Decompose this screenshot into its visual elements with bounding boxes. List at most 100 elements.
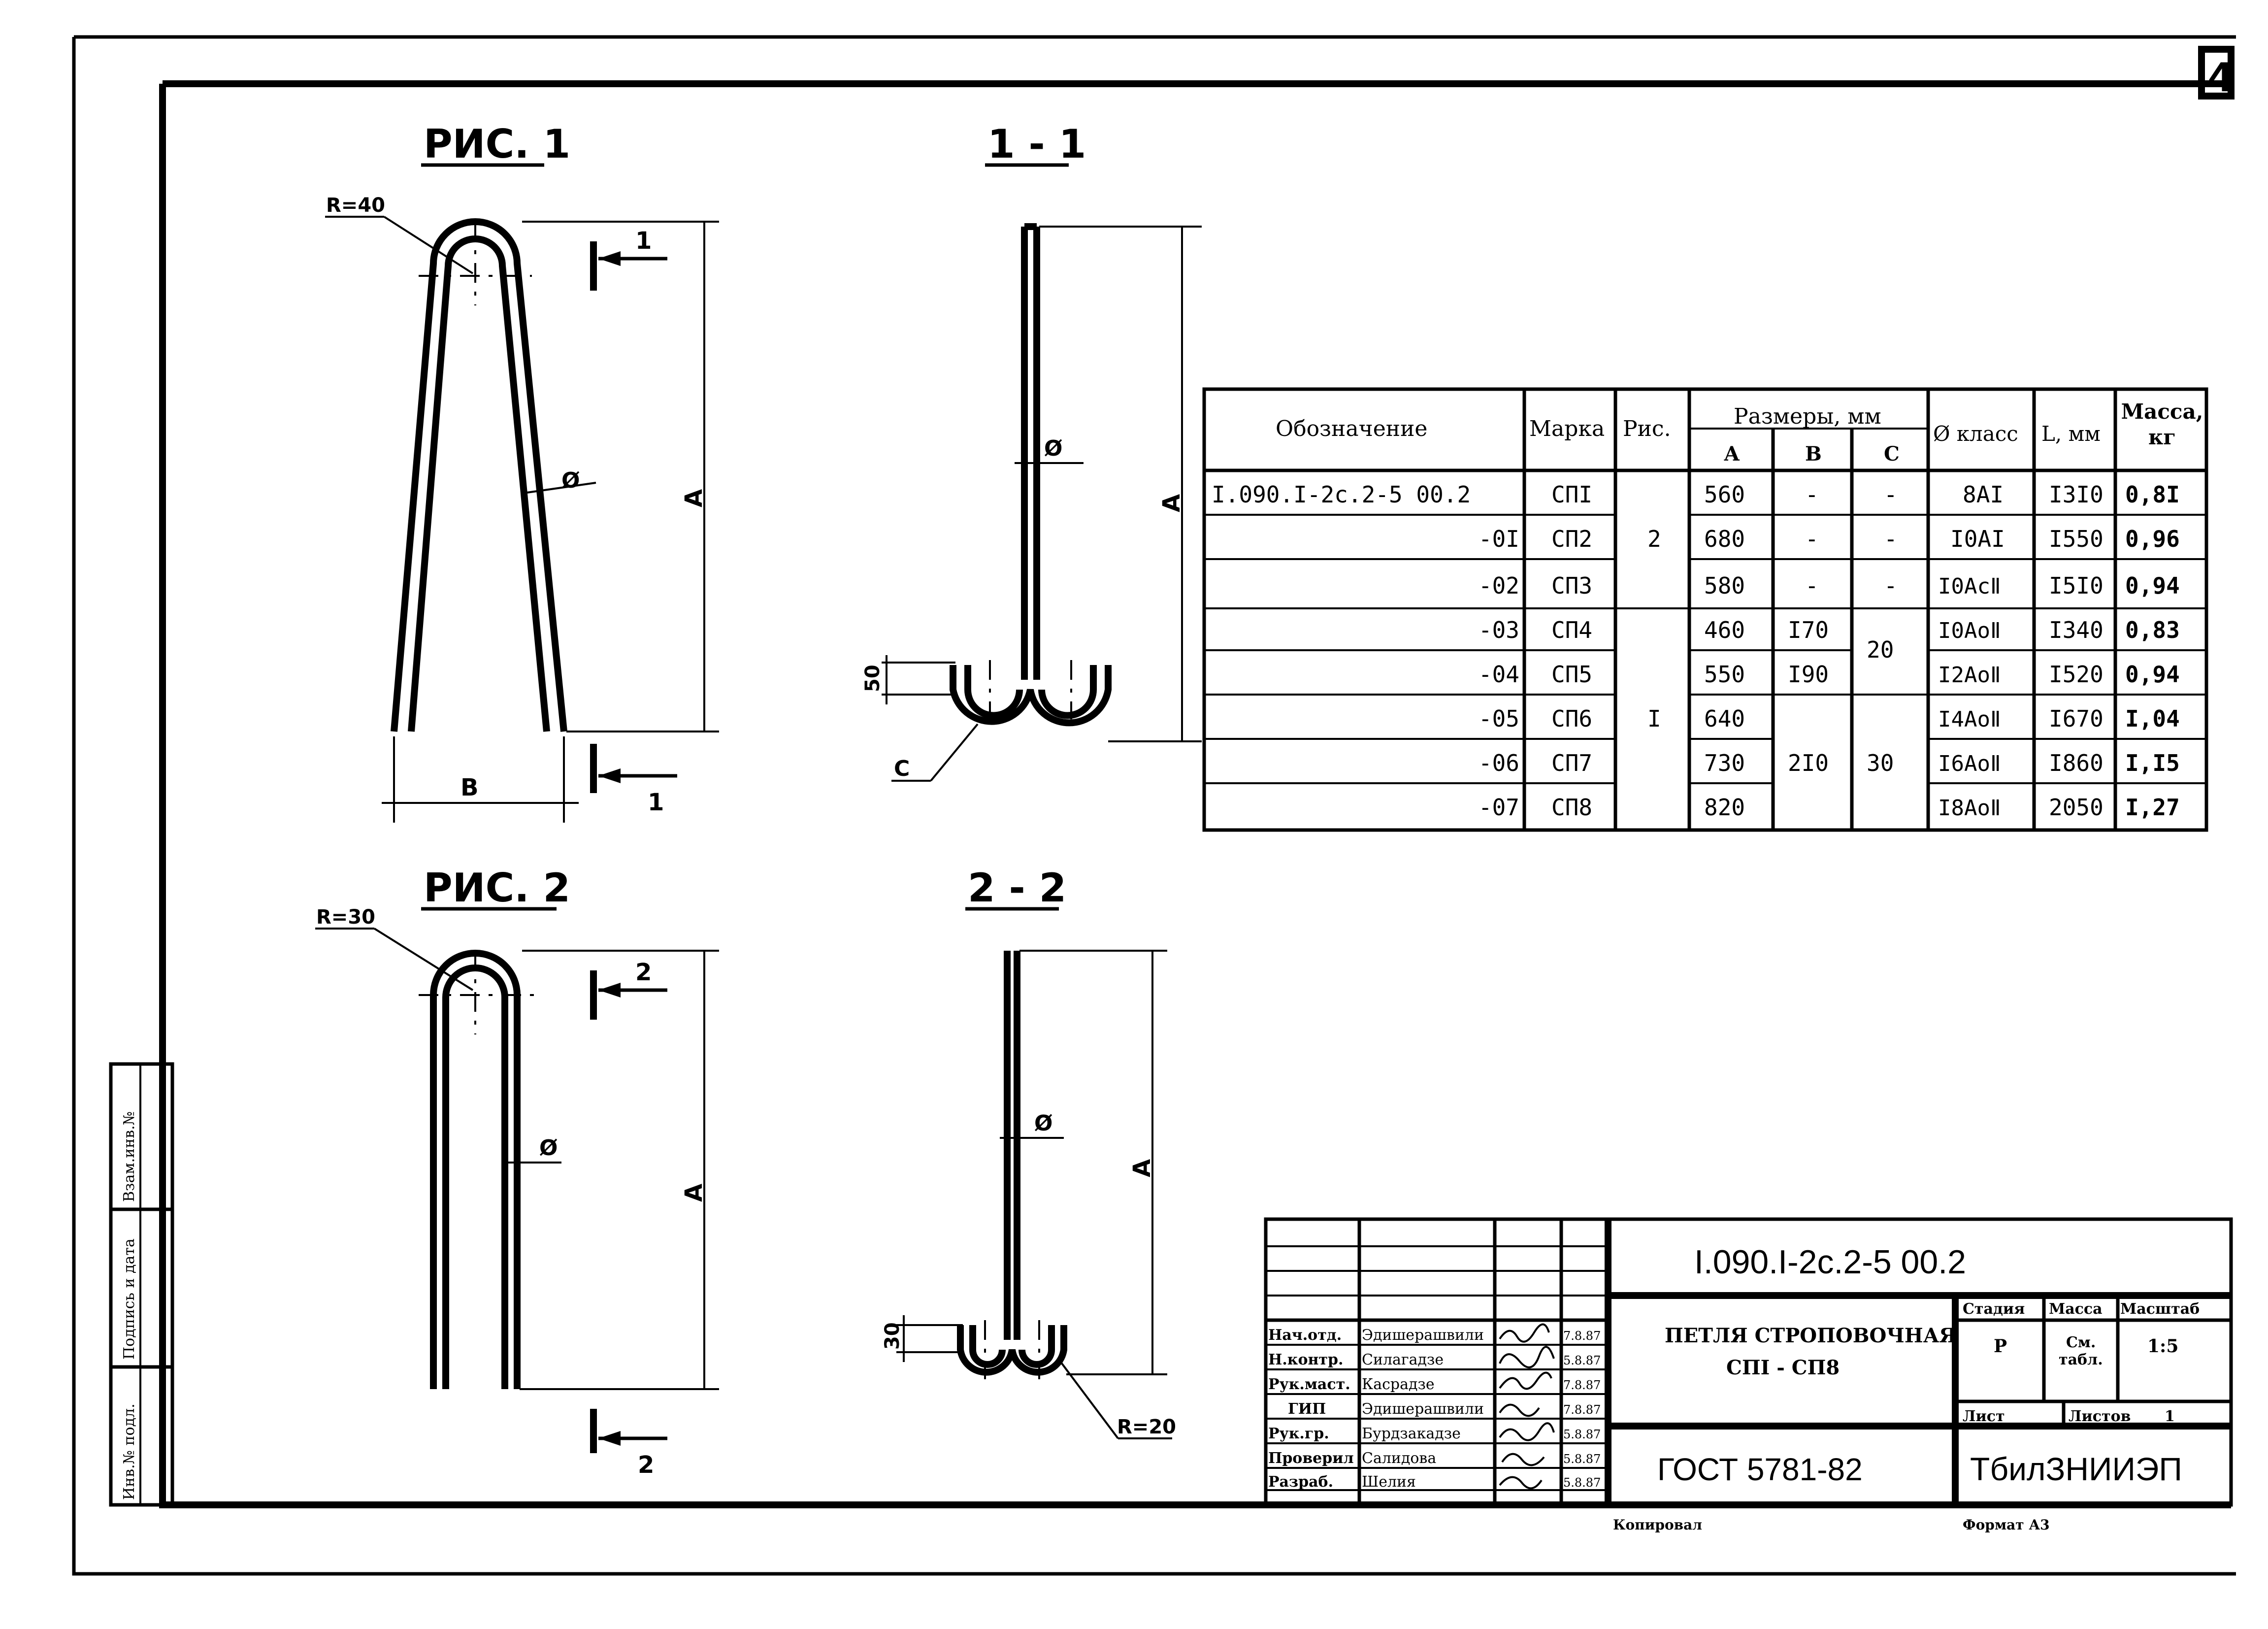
table-header-klass: Ø класс bbox=[1933, 422, 2018, 446]
cell-massa: I,27 bbox=[2125, 794, 2180, 821]
cell-a: 460 bbox=[1704, 617, 1745, 643]
figure-2-diameter: Ø bbox=[539, 1135, 558, 1161]
signer-name: Салидова bbox=[1362, 1450, 1436, 1467]
spec-table: Обозначение Марка Рис. Размеры, мм А В С… bbox=[1202, 387, 2208, 832]
cell-l: I3I0 bbox=[2049, 481, 2104, 508]
cell-klass: I2AoⅡ bbox=[1938, 663, 2001, 688]
cell-c: - bbox=[1884, 481, 1898, 508]
cell-l: I520 bbox=[2049, 661, 2104, 688]
cell-a: 730 bbox=[1704, 750, 1745, 776]
signer-role: ГИП bbox=[1288, 1400, 1326, 1418]
cell-klass: 8AI bbox=[1963, 481, 2004, 508]
signer-name: Шелия bbox=[1362, 1473, 1416, 1491]
figure-1-title: РИС. 1 bbox=[424, 121, 570, 167]
signer-row: Рук.гр. Бурдзакадзе 5.8.87 bbox=[1268, 1422, 1601, 1442]
signer-name: Силагадзе bbox=[1362, 1351, 1444, 1368]
cell-klass: I0AI bbox=[1950, 526, 2005, 552]
signer-role: Рук.гр. bbox=[1268, 1425, 1329, 1442]
cell-klass: I0AoⅡ bbox=[1938, 618, 2001, 643]
sheet-label: Лист bbox=[1963, 1408, 2005, 1425]
cell-l: I340 bbox=[2049, 617, 2104, 643]
section-2-title: 2 - 2 bbox=[968, 865, 1066, 911]
cell-oboz: -03 bbox=[1479, 617, 1519, 643]
signer-row: Рук.маст. Касрадзе 7.8.87 bbox=[1268, 1371, 1601, 1393]
table-header-c: С bbox=[1884, 442, 1900, 465]
cell-l: I670 bbox=[2049, 705, 2104, 732]
cell-a: 550 bbox=[1704, 661, 1745, 688]
table-header-ris: Рис. bbox=[1623, 416, 1671, 441]
cell-marka: СП5 bbox=[1551, 661, 1592, 688]
signer-date: 7.8.87 bbox=[1563, 1378, 1601, 1392]
cell-massa: 0,94 bbox=[2125, 572, 2180, 599]
figure-2-radius: R=30 bbox=[316, 906, 375, 929]
signature bbox=[1499, 1323, 1550, 1343]
side-stamp-vzam: Взам.инв.№ bbox=[121, 1111, 138, 1202]
cell-massa: 0,94 bbox=[2125, 661, 2180, 688]
cell-c-merged-20: 20 bbox=[1867, 636, 1894, 663]
cell-marka: СП4 bbox=[1551, 617, 1592, 643]
table-header-b: В bbox=[1805, 442, 1822, 465]
table-row: I.090.I-2c.2-5 00.2 СПI 560 - - 8AI I3I0… bbox=[1212, 481, 2180, 508]
figure-2-title: РИС. 2 bbox=[424, 865, 570, 911]
cell-klass: I6AoⅡ bbox=[1938, 751, 2001, 776]
table-row: -06 СП7 730 I6AoⅡ I860 I,I5 bbox=[1479, 750, 2180, 776]
scale-label: Масштаб bbox=[2120, 1300, 2200, 1318]
signer-date: 5.8.87 bbox=[1563, 1354, 1601, 1367]
cell-ris-merged-top: 2 bbox=[1647, 526, 1661, 552]
section-1-1: 1 - 1 Ø А 50 С bbox=[861, 121, 1202, 782]
signer-name: Касрадзе bbox=[1362, 1376, 1435, 1393]
signature bbox=[1501, 1453, 1545, 1466]
section-2-2: 2 - 2 Ø А 30 R=20 bbox=[881, 865, 1176, 1439]
mass-label: Масса bbox=[2049, 1300, 2103, 1318]
cell-l: I860 bbox=[2049, 750, 2104, 776]
figure-2-section-bottom: 2 bbox=[638, 1451, 654, 1479]
cell-oboz: I.090.I-2c.2-5 00.2 bbox=[1212, 481, 1471, 508]
section-2-dim-30: 30 bbox=[881, 1322, 904, 1350]
cell-a: 680 bbox=[1704, 526, 1745, 552]
signer-row: Н.контр. Силагадзе 5.8.87 bbox=[1268, 1346, 1601, 1368]
signer-name: Эдишерашвили bbox=[1362, 1327, 1484, 1344]
cell-marka: СП8 bbox=[1551, 794, 1592, 821]
table-header-massa: Масса, кг bbox=[2121, 399, 2203, 449]
signer-role: Нач.отд. bbox=[1268, 1327, 1342, 1344]
cell-klass: I4AoⅡ bbox=[1938, 707, 2001, 732]
cell-marka: СП7 bbox=[1551, 750, 1592, 776]
cell-klass: I8AoⅡ bbox=[1938, 796, 2001, 821]
cell-ris-merged-bottom: I bbox=[1647, 705, 1661, 732]
standard-reference: ГОСТ 5781-82 bbox=[1657, 1452, 1863, 1487]
cell-oboz: -07 bbox=[1479, 794, 1519, 821]
signature bbox=[1499, 1476, 1543, 1490]
figure-1-radius: R=40 bbox=[326, 194, 385, 217]
cell-b-merged-210: 2I0 bbox=[1788, 750, 1829, 776]
table-header-marka: Марка bbox=[1529, 416, 1605, 441]
cell-oboz: -0I bbox=[1479, 526, 1519, 552]
cell-c: - bbox=[1884, 572, 1898, 599]
cell-b: - bbox=[1805, 481, 1819, 508]
cell-b: - bbox=[1805, 526, 1819, 552]
cell-oboz: -04 bbox=[1479, 661, 1519, 688]
cell-a: 640 bbox=[1704, 705, 1745, 732]
figure-2-dim-a: А bbox=[680, 1184, 708, 1202]
sheets-label: Листов bbox=[2069, 1408, 2131, 1425]
table-header-a: А bbox=[1724, 442, 1740, 465]
cell-marka: СП6 bbox=[1551, 705, 1592, 732]
figure-2: РИС. 2 R=30 Ø А 2 2 bbox=[315, 865, 719, 1479]
section-2-diameter: Ø bbox=[1034, 1111, 1052, 1136]
cell-a: 580 bbox=[1704, 572, 1745, 599]
document-code: I.090.I-2c.2-5 00.2 bbox=[1694, 1243, 1966, 1281]
corner-number: 4 bbox=[2207, 55, 2235, 100]
table-header-l: L, мм bbox=[2041, 422, 2101, 446]
signature bbox=[1499, 1422, 1555, 1441]
cell-oboz: -05 bbox=[1479, 705, 1519, 732]
signature bbox=[1499, 1346, 1555, 1368]
sheets-value: 1 bbox=[2165, 1408, 2175, 1425]
signer-role: Проверил bbox=[1268, 1450, 1354, 1467]
figure-1-section-top: 1 bbox=[635, 227, 652, 255]
section-1-dim-c: С bbox=[894, 756, 910, 781]
signer-row: ГИП Эдишерашвили 7.8.87 bbox=[1288, 1400, 1601, 1418]
stage-label: Стадия bbox=[1963, 1300, 2025, 1318]
signer-date: 7.8.87 bbox=[1563, 1329, 1601, 1343]
figure-2-section-top: 2 bbox=[635, 959, 652, 986]
section-2-dim-a: А bbox=[1128, 1159, 1156, 1177]
section-1-dim-50: 50 bbox=[861, 665, 884, 692]
